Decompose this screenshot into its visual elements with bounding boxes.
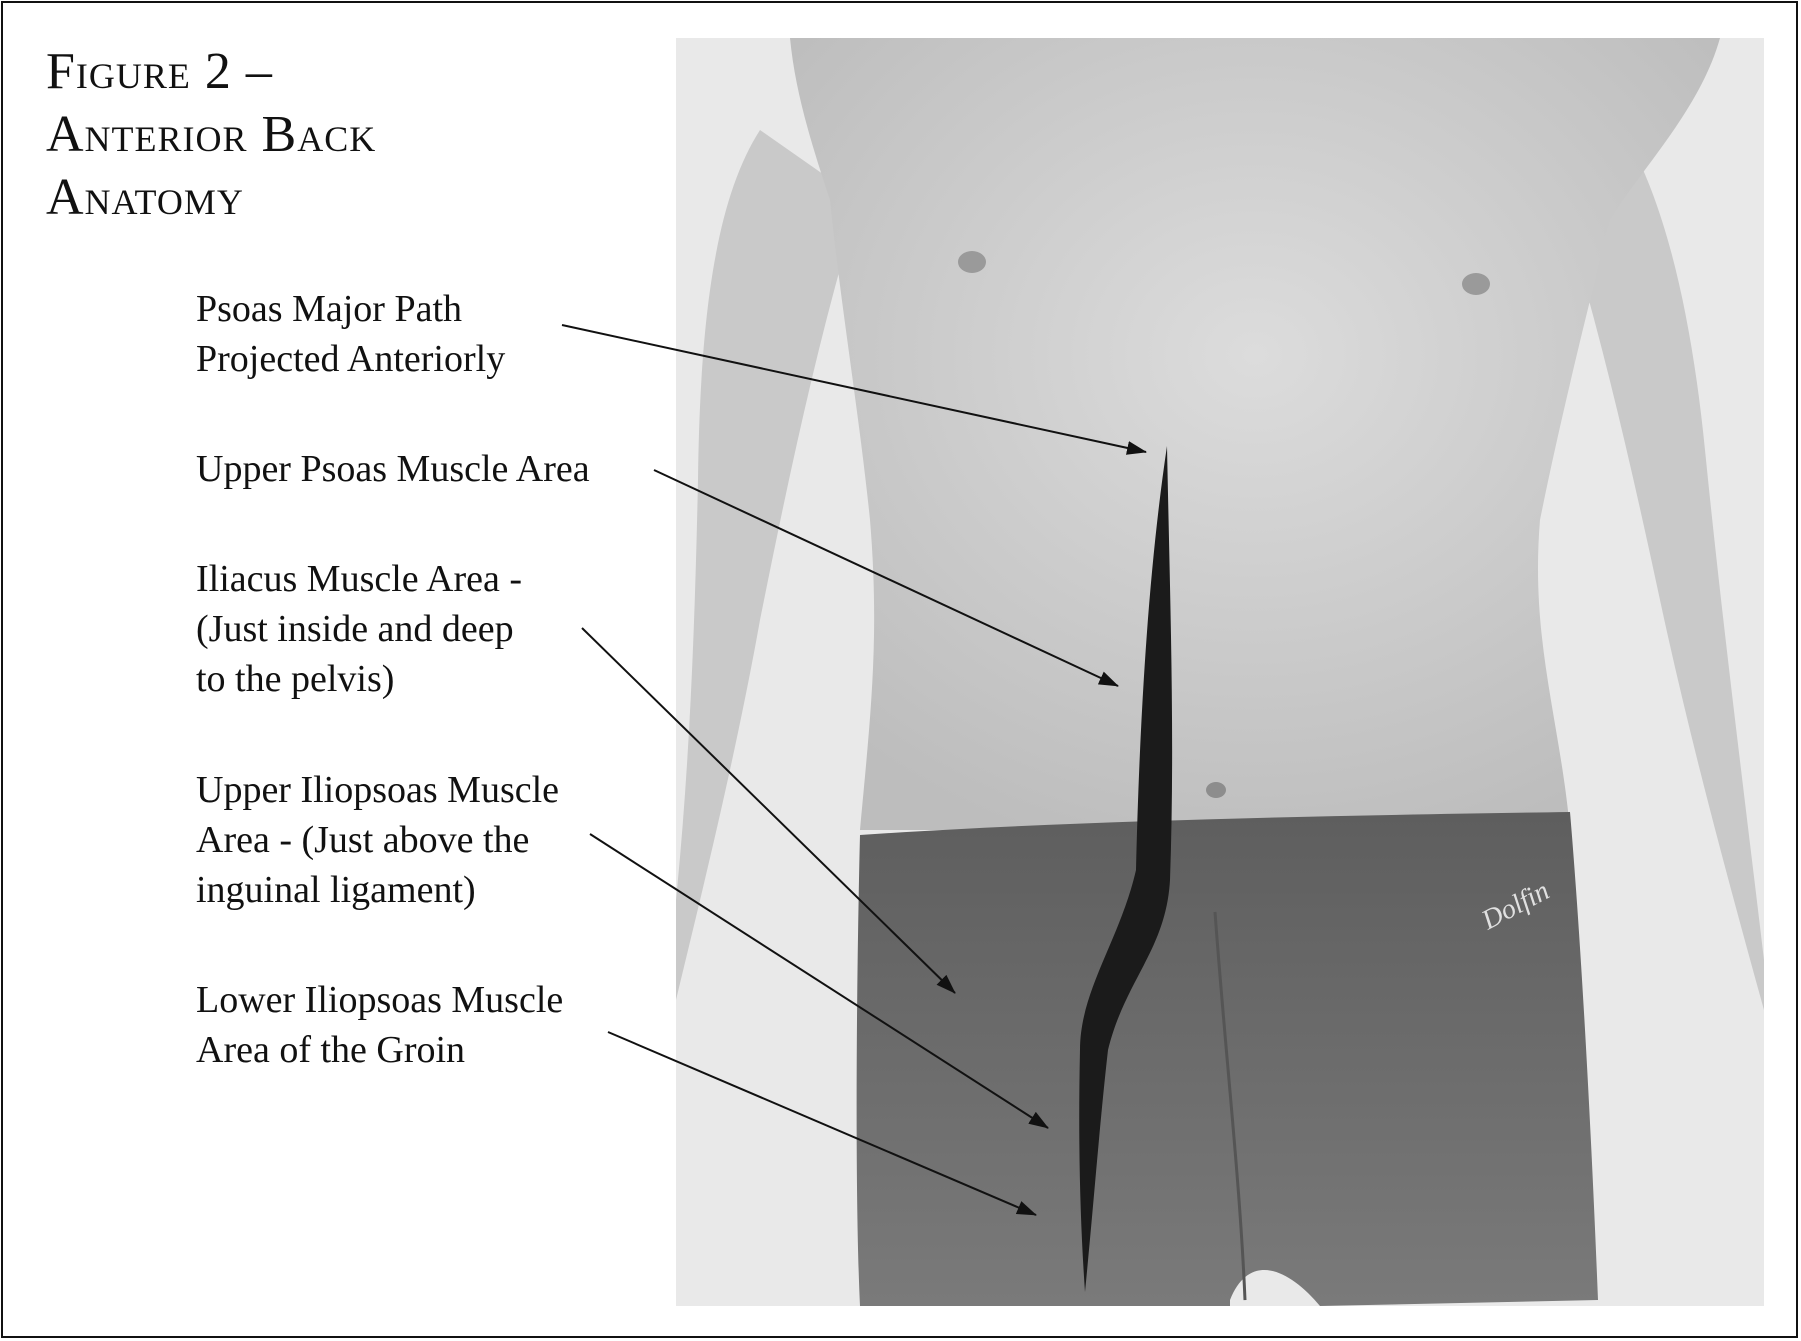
right-arm xyxy=(1560,110,1764,1010)
right-nipple xyxy=(1462,273,1490,295)
label-line: Upper Iliopsoas Muscle xyxy=(196,769,560,811)
torso xyxy=(790,38,1720,830)
label-line: Lower Iliopsoas Muscle xyxy=(196,979,564,1021)
arrow-upper-psoas xyxy=(653,469,1119,687)
label-upper-psoas: Upper Psoas Muscle Area xyxy=(196,444,590,494)
left-nipple xyxy=(958,251,986,273)
label-psoas-major-path: Psoas Major Path Projected Anteriorly xyxy=(196,284,505,384)
arrow-psoas-major-path xyxy=(561,324,1147,455)
arrow-iliacus xyxy=(581,627,956,994)
title-line-2: Anterior Back xyxy=(46,106,377,163)
psoas-major-path-shape xyxy=(1079,446,1173,1292)
label-line: to the pelvis) xyxy=(196,658,395,700)
arrow-lower-iliopsoas xyxy=(607,1031,1037,1216)
label-line: Iliacus Muscle Area - xyxy=(196,558,523,600)
label-line: Upper Psoas Muscle Area xyxy=(196,448,590,490)
label-line: Projected Anteriorly xyxy=(196,338,506,380)
label-lower-iliopsoas: Lower Iliopsoas Muscle Area of the Groin xyxy=(196,975,563,1075)
label-line: (Just inside and deep xyxy=(196,608,514,650)
label-line: inguinal ligament) xyxy=(196,869,476,911)
label-line: Area - (Just above the xyxy=(196,819,530,861)
title-line-3: Anatomy xyxy=(46,169,244,226)
navel xyxy=(1206,782,1226,798)
label-line: Area of the Groin xyxy=(196,1029,466,1071)
arrow-upper-iliopsoas xyxy=(589,833,1049,1129)
label-iliacus: Iliacus Muscle Area - (Just inside and d… xyxy=(196,554,522,704)
label-line: Psoas Major Path xyxy=(196,288,462,330)
label-upper-iliopsoas: Upper Iliopsoas Muscle Area - (Just abov… xyxy=(196,765,559,915)
title-line-1: Figure 2 – xyxy=(46,43,273,100)
left-arm xyxy=(676,130,860,1000)
shorts-seam xyxy=(1213,911,1247,1301)
figure-title: Figure 2 – Anterior Back Anatomy xyxy=(46,40,376,229)
